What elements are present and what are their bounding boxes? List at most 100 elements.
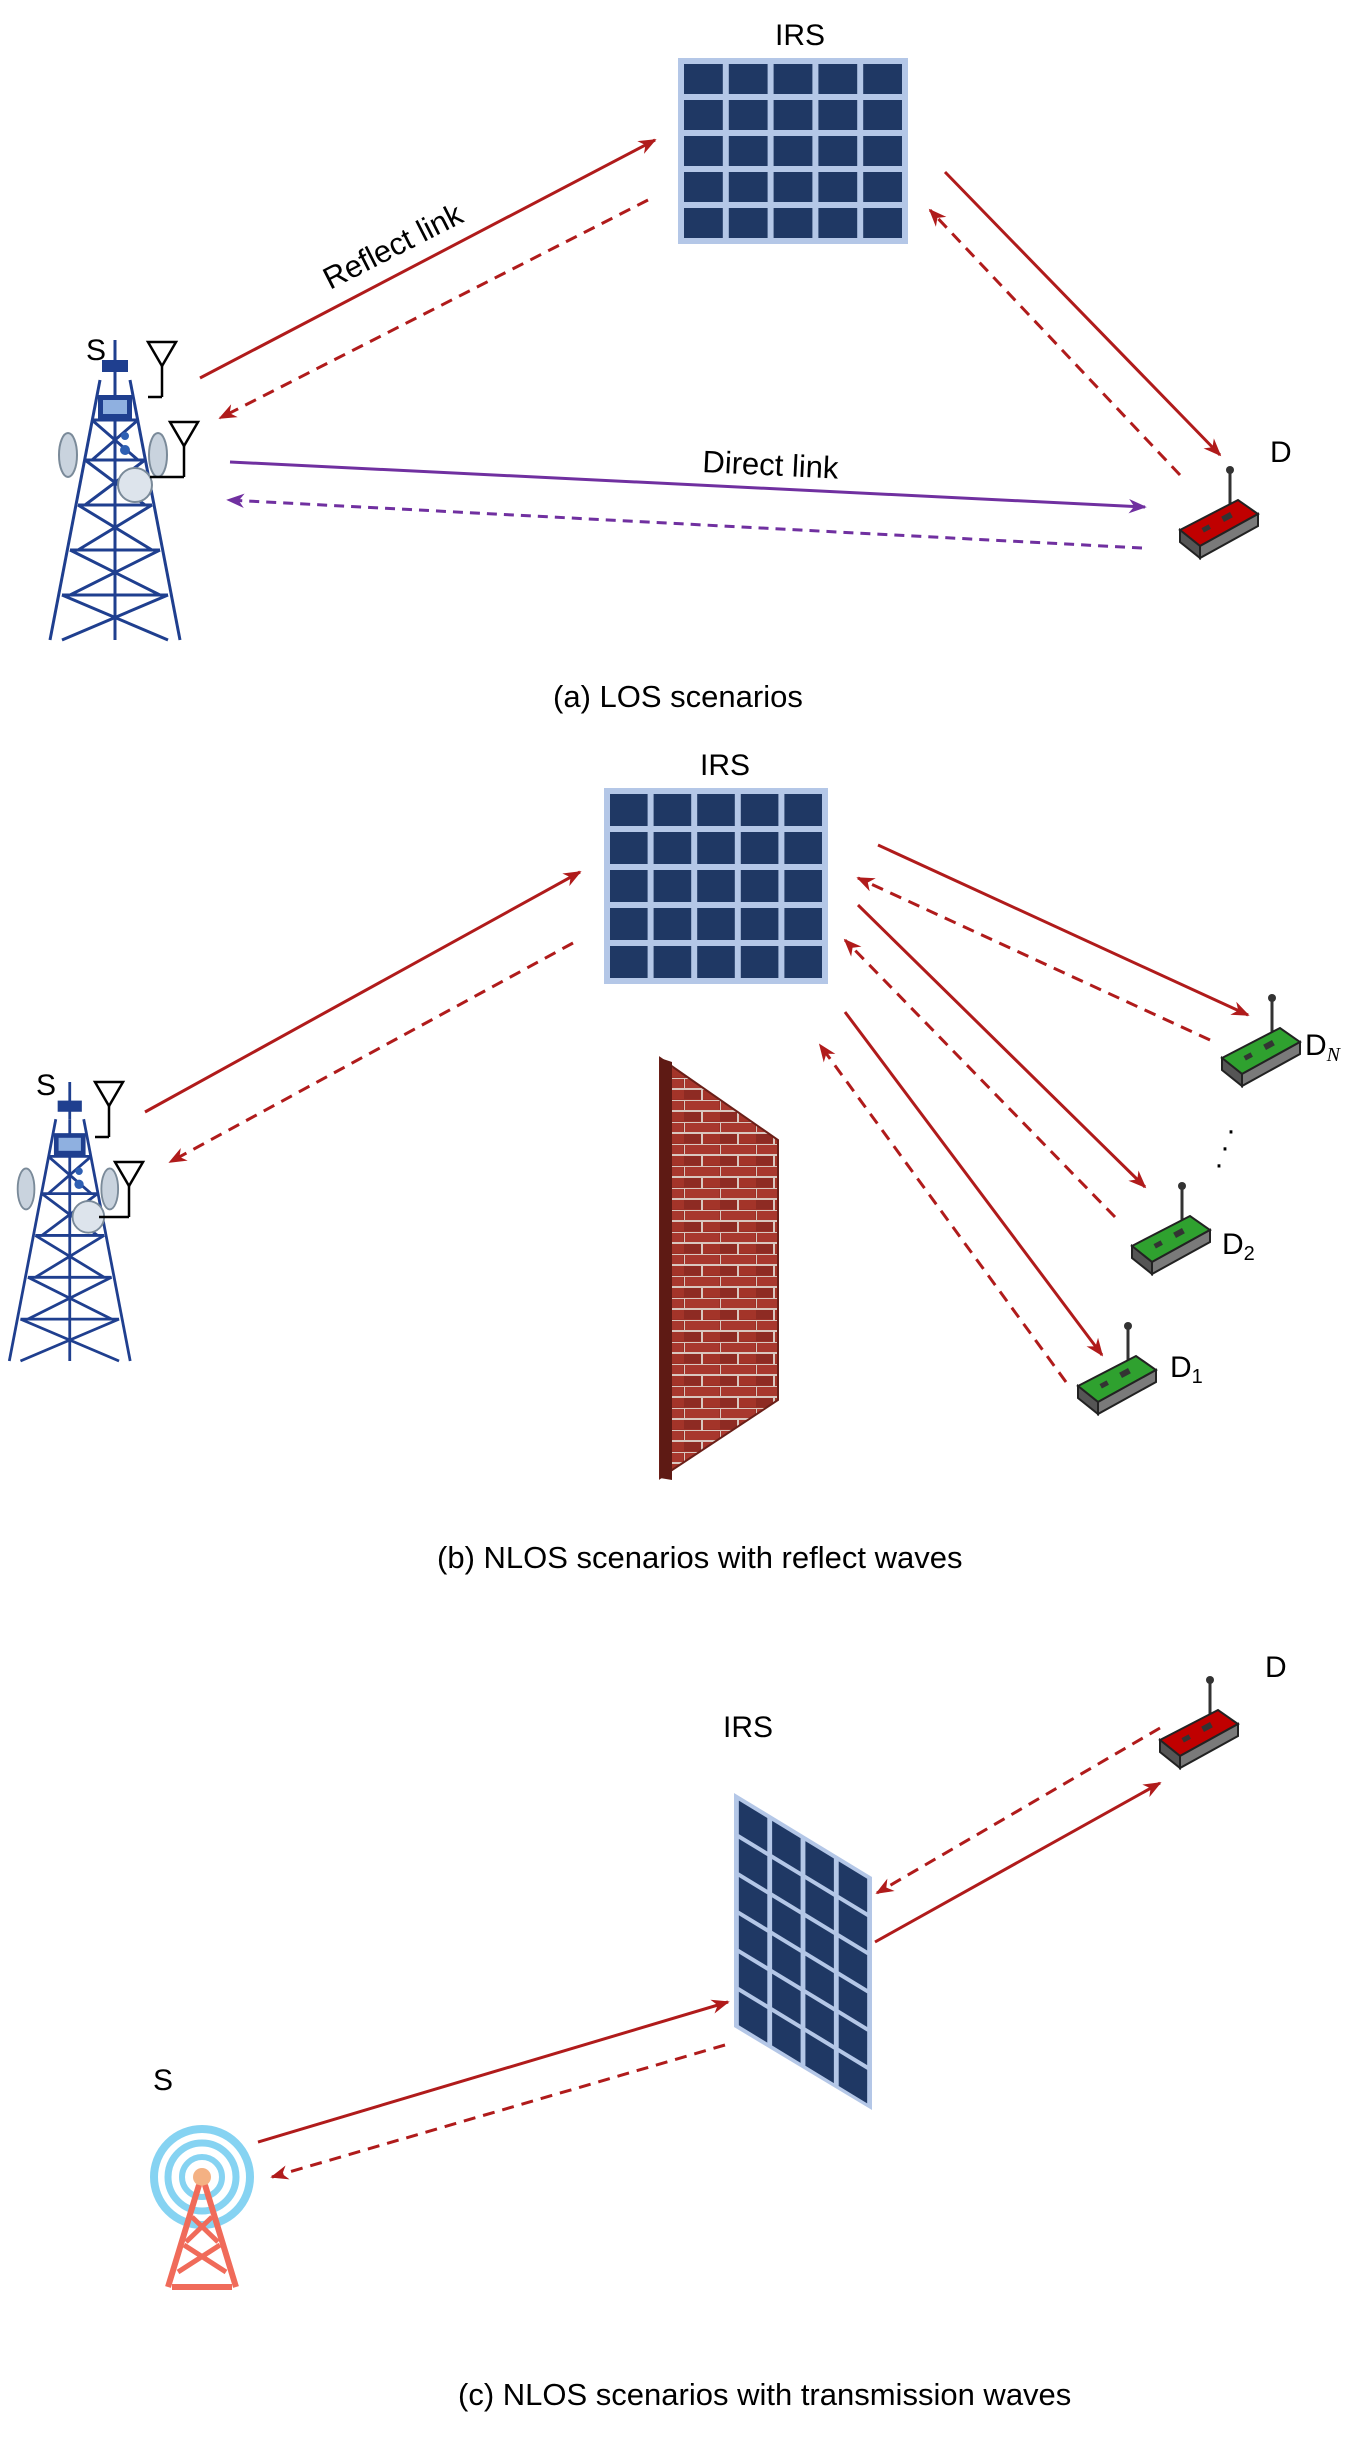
panel-a-reflect-link-label: Reflect link [317, 196, 468, 296]
panel-b-irs-panel [604, 788, 828, 984]
panel-b-d1-label: D1 [1170, 1351, 1203, 1388]
irs-element [773, 136, 813, 166]
irs-element [684, 64, 723, 94]
panel-c: IRS D S (c) NLOS scenarios with transmis… [150, 1651, 1287, 2412]
irs-element [784, 794, 822, 826]
irs-element [838, 2052, 868, 2104]
panel-b-caption: (b) NLOS scenarios with reflect waves [437, 1540, 962, 1575]
irs-element [805, 1955, 834, 2007]
panel-c-broadcast-tower-icon [150, 2125, 254, 2290]
irs-element [772, 1820, 801, 1872]
irs-element [863, 136, 902, 166]
panel-b-device-d1-icon [1076, 1320, 1158, 1416]
panel-c-irs-to-d-arrow [874, 1781, 1162, 1944]
panel-a-reflect-return-arrow [218, 198, 649, 420]
irs-element [805, 1879, 834, 1931]
irs-element [684, 208, 723, 238]
panel-b-d2-to-irs-arrow [843, 938, 1117, 1219]
irs-element [818, 172, 858, 202]
panel-c-source-label: S [153, 2064, 173, 2097]
svg-text:·: · [1220, 1131, 1230, 1164]
irs-element [728, 100, 768, 130]
irs-element [610, 908, 648, 940]
panel-c-s-to-irs-arrow [257, 1999, 730, 2144]
irs-element [738, 1838, 768, 1890]
irs-element [773, 208, 813, 238]
irs-element [784, 870, 822, 902]
panel-a-dest-label: D [1270, 436, 1292, 469]
irs-element [838, 1937, 868, 1989]
irs-element [610, 832, 648, 864]
panel-b-antenna-icon [93, 1080, 125, 1139]
irs-element [740, 946, 779, 978]
irs-element [784, 908, 822, 940]
irs-element [740, 908, 779, 940]
irs-element [728, 208, 768, 238]
panel-b-device-d2-icon [1130, 1180, 1212, 1276]
panel-b-dn-to-irs-arrow [856, 876, 1211, 1042]
irs-element [772, 1859, 801, 1910]
panel-a-antenna-icon [146, 340, 178, 399]
panel-c-caption: (c) NLOS scenarios with transmission wav… [458, 2377, 1071, 2412]
irs-element [738, 1877, 768, 1928]
panel-b: IRS S DN D2 D1 [7, 749, 1342, 1575]
irs-element [697, 794, 735, 826]
irs-element [697, 832, 735, 864]
irs-element [773, 100, 813, 130]
panel-b-ellipsis: · · · [1214, 1114, 1236, 1181]
irs-element [772, 1897, 801, 1949]
panel-a-device-red-icon [1178, 464, 1260, 560]
irs-element [697, 908, 735, 940]
irs-element [740, 794, 779, 826]
irs-element [772, 1973, 801, 2025]
svg-text:·: · [1226, 1114, 1236, 1147]
irs-element [805, 1841, 834, 1893]
irs-element [610, 870, 648, 902]
panel-b-irs-to-s-arrow [168, 941, 574, 1164]
panel-c-dest-label: D [1265, 1651, 1287, 1684]
irs-element [653, 794, 692, 826]
irs-element [740, 870, 779, 902]
panel-a-reflect-arrow [199, 138, 657, 380]
irs-element [738, 1800, 768, 1852]
irs-element [838, 1861, 868, 1913]
panel-a-irs-panel [678, 58, 908, 244]
irs-element [773, 172, 813, 202]
panel-b-irs-label: IRS [700, 749, 750, 782]
irs-element [838, 2014, 868, 2066]
panel-b-irs-to-d2-arrow [856, 903, 1147, 1189]
irs-element [653, 870, 692, 902]
panel-c-irs-panel [734, 1793, 872, 2110]
irs-element [818, 100, 858, 130]
irs-element [805, 1917, 834, 1969]
panel-a-irs-to-d-arrow [943, 170, 1222, 457]
irs-element [738, 1915, 768, 1967]
panel-b-irs-to-dn-arrow [877, 843, 1250, 1017]
panel-c-irs-label: IRS [723, 1711, 773, 1744]
irs-element [728, 136, 768, 166]
panel-a-d-to-irs-arrow [928, 208, 1182, 477]
irs-element [738, 1953, 768, 2005]
irs-element [728, 64, 768, 94]
irs-element [772, 2011, 801, 2063]
panel-b-d2-label: D2 [1222, 1228, 1255, 1265]
irs-element [773, 64, 813, 94]
irs-element [863, 100, 902, 130]
panel-a-irs-label: IRS [775, 19, 825, 52]
irs-element [740, 832, 779, 864]
panel-b-source-label: S [36, 1069, 56, 1102]
panel-c-device-red-icon [1158, 1674, 1240, 1770]
irs-element [772, 1935, 801, 1987]
panel-a-caption: (a) LOS scenarios [553, 679, 803, 714]
panel-b-antenna-icon [99, 1160, 145, 1219]
panel-a-direct-return-arrow [226, 493, 1143, 550]
irs-element [863, 208, 902, 238]
panel-b-source-tower-icon [7, 1080, 132, 1363]
irs-element [838, 1899, 868, 1951]
panel-c-irs-to-s-arrow [270, 2043, 726, 2180]
irs-element [784, 946, 822, 978]
panel-a-source-label: S [86, 334, 106, 367]
irs-element [653, 946, 692, 978]
irs-element [863, 64, 902, 94]
